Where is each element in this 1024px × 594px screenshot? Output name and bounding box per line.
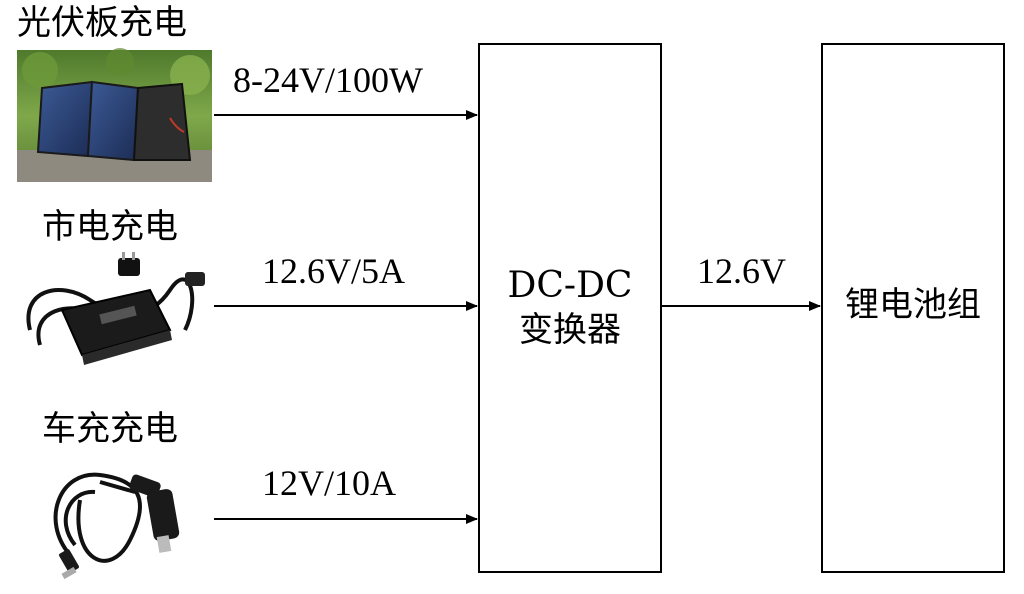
- converter-line1: DC-DC: [507, 265, 633, 306]
- source-title-car: 车充充电: [42, 409, 178, 449]
- flow-label-car: 12V/10A: [262, 463, 396, 503]
- mains-adapter-photo: [17, 252, 212, 382]
- source-title-solar: 光伏板充电: [17, 3, 187, 43]
- converter-line2: 变换器: [519, 310, 621, 350]
- flow-label-mains: 12.6V/5A: [262, 251, 405, 291]
- source-title-mains: 市电充电: [42, 207, 178, 247]
- flow-label-output: 12.6V: [697, 251, 786, 291]
- flow-label-solar: 8-24V/100W: [233, 60, 423, 100]
- converter-box: [478, 43, 662, 573]
- car-charger-photo: [17, 452, 212, 587]
- battery-box: [821, 43, 1005, 573]
- battery-label: 锂电池组: [845, 285, 981, 325]
- solar-panel-photo: [17, 48, 212, 182]
